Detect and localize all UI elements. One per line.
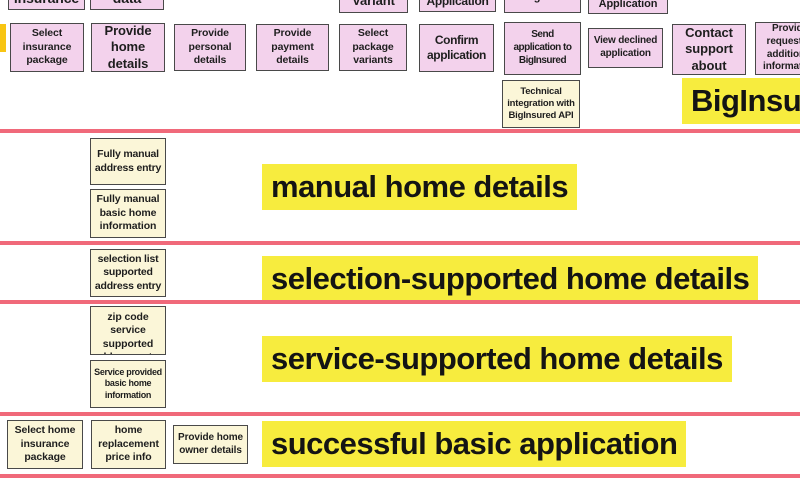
step-card-provide-personal-details[interactable]: Provide personal details <box>174 24 246 71</box>
activity-card-insurance[interactable]: insurance <box>8 0 85 10</box>
step-card-provide-requested-additional-information[interactable]: Provide requested additional information <box>755 22 800 75</box>
activity-card-data[interactable]: data <box>90 0 164 10</box>
section-divider <box>0 474 800 478</box>
activity-card-application-2[interactable]: Application <box>588 0 668 14</box>
section-divider <box>0 129 800 133</box>
detail-card-selection-list-supported-address-entry[interactable]: selection list supported address entry <box>90 249 166 297</box>
section-divider <box>0 300 800 304</box>
section-label-manual-home-details[interactable]: manual home details <box>262 164 578 210</box>
step-card-select-insurance-package[interactable]: Select insurance package <box>10 23 84 72</box>
detail-card-fully-manual-basic-home-information[interactable]: Fully manual basic home information <box>90 189 166 238</box>
activity-card-variant[interactable]: Variant <box>339 0 408 13</box>
detail-card-home-replacement-price-info[interactable]: home replacement price info <box>91 420 166 469</box>
section-label-successful-basic-application[interactable]: successful basic application <box>262 421 687 467</box>
note-card-technical-integration[interactable]: Technical integration with BigInsured AP… <box>502 80 580 128</box>
detail-card-fully-manual-address-entry[interactable]: Fully manual address entry <box>90 138 166 185</box>
activity-card-application[interactable]: Application <box>419 0 496 12</box>
detail-card-select-home-insurance-package[interactable]: Select home insurance package <box>7 420 83 469</box>
detail-card-zip-code-service-supported-address-entry[interactable]: zip code service supported address entry <box>90 306 166 355</box>
detail-card-service-provided-basic-home-information[interactable]: Service provided basic home information <box>90 360 166 408</box>
step-card-confirm-application[interactable]: Confirm application <box>419 24 494 72</box>
edge-highlight-marker <box>0 24 6 52</box>
step-card-provide-payment-details[interactable]: Provide payment details <box>256 24 329 71</box>
step-card-view-declined-application[interactable]: View declined application <box>588 28 663 68</box>
step-card-send-application-to-biginsured[interactable]: Send application to BigInsured <box>504 22 581 75</box>
section-divider <box>0 412 800 416</box>
biginsured-heading[interactable]: BigInsured <box>682 78 800 124</box>
section-label-service-supported-home-details[interactable]: service-supported home details <box>262 336 732 382</box>
step-card-provide-home-details[interactable]: Provide home details <box>91 23 165 72</box>
step-card-select-package-variants[interactable]: Select package variants <box>339 24 407 71</box>
activity-card-integration[interactable]: Integration <box>504 0 581 13</box>
step-card-contact-support-about[interactable]: Contact support about <box>672 24 746 75</box>
section-divider <box>0 241 800 245</box>
detail-card-provide-home-owner-details[interactable]: Provide home owner details <box>173 425 248 464</box>
section-label-selection-supported-home-details[interactable]: selection-supported home details <box>262 256 759 302</box>
